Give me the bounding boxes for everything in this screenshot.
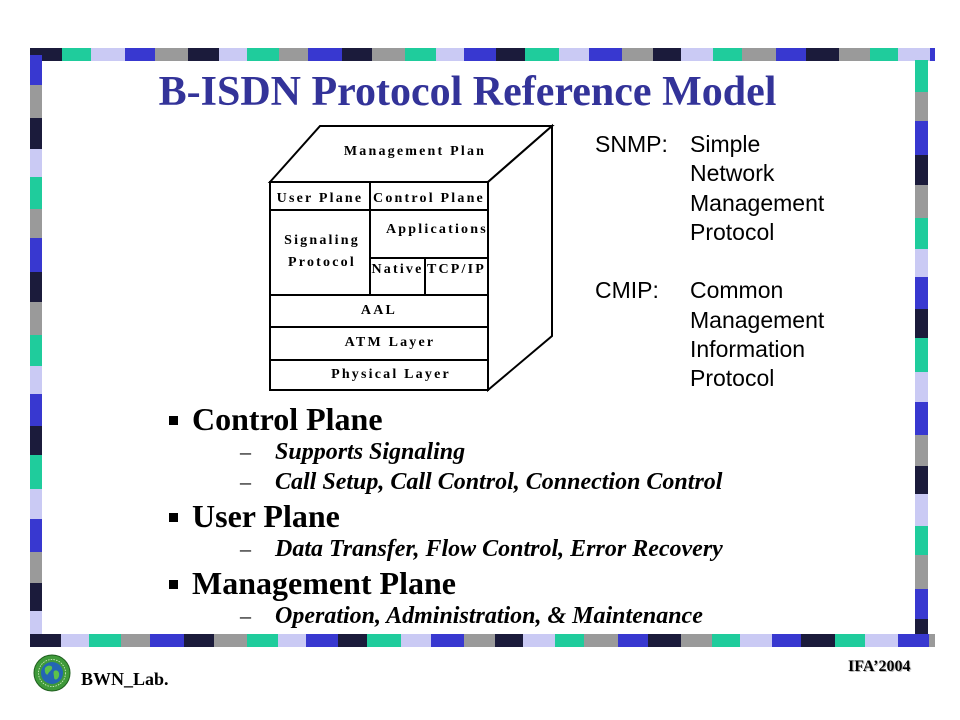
diagram-front-face xyxy=(269,181,489,391)
signaling-protocol-label: Signaling Protocol xyxy=(284,233,360,270)
globe-seal-icon xyxy=(33,654,71,692)
dash-bullet: – xyxy=(240,603,251,628)
sub-bullet-item: – Operation, Administration, & Maintenan… xyxy=(0,601,900,631)
sub-bullet-item: – Call Setup, Call Control, Connection C… xyxy=(0,467,900,497)
square-bullet-icon xyxy=(169,580,178,589)
acronym-item: CMIP: Common Management Information Prot… xyxy=(595,276,830,393)
tcp-ip-label: TCP/IP xyxy=(426,262,487,277)
sub-bullet-item: – Data Transfer, Flow Control, Error Rec… xyxy=(0,534,900,564)
acronym-term: SNMP: xyxy=(595,131,668,157)
dash-bullet: – xyxy=(240,439,251,464)
border-left xyxy=(30,55,42,645)
seal-lettering-ring xyxy=(38,659,66,687)
event-label: IFA’2004 xyxy=(848,658,911,675)
border-top xyxy=(30,48,935,61)
protocol-model-diagram xyxy=(267,123,555,393)
applications-label: Applications xyxy=(386,222,488,237)
control-plane-label: Control Plane xyxy=(373,191,485,206)
management-plane-label: Management Plan xyxy=(343,144,487,159)
lab-name: BWN_Lab. xyxy=(81,669,169,689)
sub-bullet-text: Call Setup, Call Control, Connection Con… xyxy=(275,469,723,495)
sub-bullet-text: Data Transfer, Flow Control, Error Recov… xyxy=(275,536,723,562)
physical-layer-label: Physical Layer xyxy=(331,367,451,382)
native-label: Native xyxy=(371,262,424,277)
aal-label: AAL xyxy=(360,303,398,318)
atm-layer-label: ATM Layer xyxy=(344,335,436,350)
acronym-term: CMIP: xyxy=(595,277,659,304)
bullet-label: Control Plane xyxy=(192,401,383,437)
bullet-list: Control Plane – Supports Signaling – Cal… xyxy=(0,401,900,631)
globe-ocean xyxy=(41,662,63,684)
square-bullet-icon xyxy=(169,513,178,522)
dash-bullet: – xyxy=(240,469,251,494)
sub-bullet-text: Supports Signaling xyxy=(275,439,466,465)
bullet-label: Management Plane xyxy=(192,565,456,601)
acronym-item: SNMP: Simple Network Management Protocol xyxy=(595,130,830,247)
dash-bullet: – xyxy=(240,536,251,561)
globe-land xyxy=(44,665,53,675)
acronym-definition: Simple Network Management Protocol xyxy=(690,131,825,245)
border-bottom xyxy=(30,634,935,647)
acronym-definition: Common Management Information Protocol xyxy=(690,277,825,392)
square-bullet-icon xyxy=(169,416,178,425)
user-plane-label: User Plane xyxy=(276,191,364,206)
sub-bullet-item: – Supports Signaling xyxy=(0,437,900,467)
bullet-item: Management Plane xyxy=(0,565,900,601)
globe-land xyxy=(53,670,60,680)
bullet-item: User Plane xyxy=(0,498,900,534)
sub-bullet-text: Operation, Administration, & Maintenance xyxy=(275,603,703,629)
acronym-list: SNMP: Simple Network Management Protocol… xyxy=(595,130,830,423)
bullet-label: User Plane xyxy=(192,498,340,534)
border-right xyxy=(915,60,928,645)
bullet-item: Control Plane xyxy=(0,401,900,437)
slide-title: B-ISDN Protocol Reference Model xyxy=(158,69,777,115)
